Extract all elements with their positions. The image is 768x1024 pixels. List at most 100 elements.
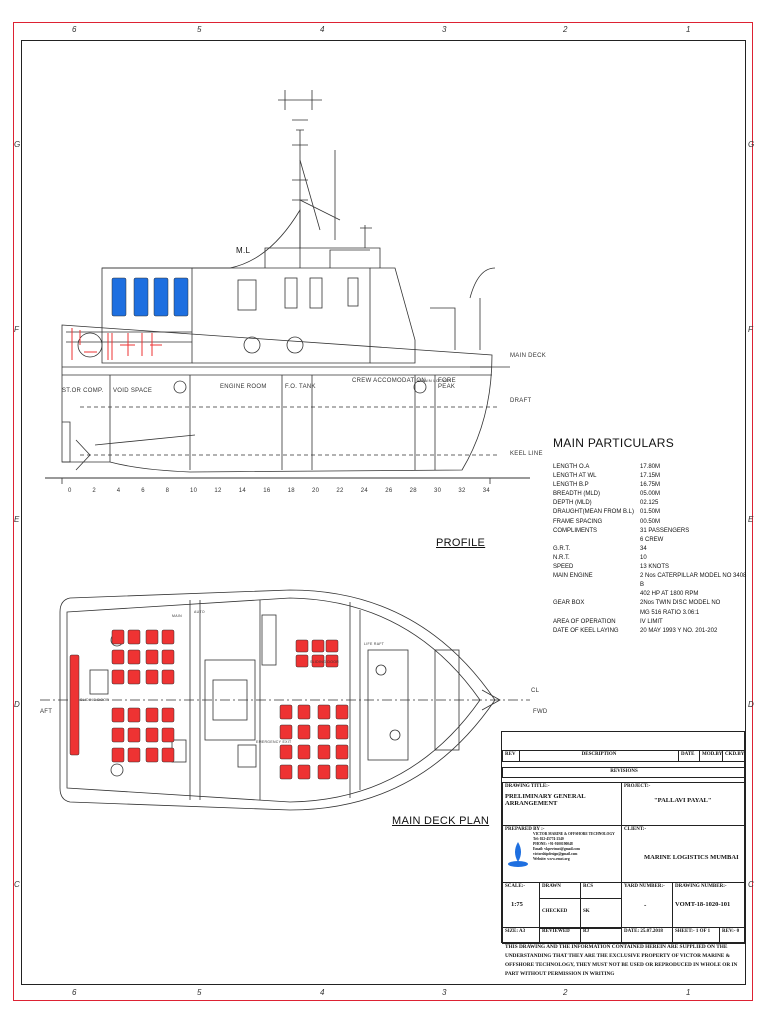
particular-value: 13 KNOTS bbox=[640, 564, 670, 571]
particular-row: AREA OF OPERATION IV LIMIT bbox=[553, 618, 750, 627]
ml-label: M.L bbox=[236, 246, 251, 255]
particular-key: G.R.T. bbox=[553, 545, 571, 552]
particular-row: DATE OF KEEL LAYING 20 MAY 1993 Y NO. 201… bbox=[553, 627, 750, 636]
crew-seat bbox=[295, 639, 309, 653]
particular-key bbox=[553, 590, 640, 599]
project-label: PROJECT:- bbox=[624, 784, 651, 789]
passenger-seat bbox=[111, 669, 125, 685]
frame-number: 20 bbox=[312, 488, 320, 494]
frame-number: 8 bbox=[165, 488, 170, 494]
plan-label-emergency-exit: EMERGENCY EXIT bbox=[256, 740, 292, 744]
passenger-seat bbox=[317, 724, 331, 740]
particular-key: SPEED bbox=[553, 564, 574, 571]
particular-row: BREADTH (MLD)05.00M bbox=[553, 490, 750, 499]
passenger-seat bbox=[279, 744, 293, 760]
crew-seat bbox=[325, 639, 339, 653]
passenger-seat bbox=[161, 629, 175, 645]
window-pane bbox=[173, 277, 189, 317]
drawing-title-cell: DRAWING TITLE:- PRELIMINARY GENERAL ARRA… bbox=[502, 782, 622, 826]
passenger-seat bbox=[111, 629, 125, 645]
zone-bottom-3: 3 bbox=[442, 988, 447, 997]
compartment-crew: CREW ACCOMODATION bbox=[352, 378, 426, 384]
drawing-number-label: DRAWING NUMBER:- bbox=[675, 884, 727, 889]
compartment-chain-locker: CHAIN LOCKER bbox=[418, 378, 452, 383]
particular-value: 20 MAY 1993 Y NO. 201-202 bbox=[640, 627, 718, 634]
frame-number: 34 bbox=[482, 488, 491, 494]
particular-value: 31 PASSENGERS bbox=[640, 527, 690, 534]
zone-top-5: 5 bbox=[197, 25, 202, 34]
plan-label-sliding-door: SLIDING DOOR bbox=[80, 698, 110, 702]
particular-key: DATE OF KEEL LAYING bbox=[553, 627, 619, 634]
particular-value: 01.50M bbox=[640, 509, 661, 516]
particular-key: MAIN ENGINE bbox=[553, 573, 593, 580]
zone-top-6: 6 bbox=[72, 25, 77, 34]
drawing-title-label: DRAWING TITLE:- bbox=[505, 784, 550, 789]
particular-value: MG 516 RATIO 3.06:1 bbox=[640, 609, 700, 616]
zone-bottom-1: 1 bbox=[686, 988, 691, 997]
particular-value: 17.80M bbox=[640, 464, 661, 470]
particular-value: 00.50M bbox=[640, 518, 661, 525]
frame-number: 18 bbox=[287, 488, 295, 494]
particular-value: 2 Nos CATERPILLAR MODEL NO 3408 B bbox=[640, 573, 747, 589]
title-block: REV DESCRIPTION DATE MOD.BY CKD.BY REVIS… bbox=[501, 731, 746, 944]
company-name: VICTOR MARINE & OFFSHORE TECHNOLOGY bbox=[533, 832, 615, 836]
particular-value: 402 HP AT 1800 RPM bbox=[640, 591, 699, 598]
prepared-by-cell: PREPARED BY :- VICTOR MARINE & OFFSHORE … bbox=[502, 825, 622, 883]
passenger-seat bbox=[161, 649, 175, 665]
frame-number: 24 bbox=[360, 488, 369, 494]
particular-key bbox=[553, 536, 640, 545]
scale-value: 1:75 bbox=[511, 901, 523, 908]
drawing-number: VOMT-18-1020-101 bbox=[675, 901, 731, 908]
passenger-seat bbox=[145, 727, 159, 743]
passenger-seat bbox=[161, 669, 175, 685]
yard-number: - bbox=[644, 901, 647, 909]
date-value: DATE: 25.07.2018 bbox=[621, 927, 673, 944]
frame-number: 22 bbox=[336, 488, 344, 494]
particular-value: 10 bbox=[640, 554, 647, 561]
frame-number: 16 bbox=[263, 488, 271, 494]
drawn-label: DRAWN bbox=[539, 882, 581, 899]
passenger-seat bbox=[297, 724, 311, 740]
particular-value: IV LIMIT bbox=[640, 618, 663, 625]
passenger-seat bbox=[335, 724, 349, 740]
frame-number: 26 bbox=[385, 488, 393, 494]
passenger-seat bbox=[335, 744, 349, 760]
main-deck-line-label: MAIN DECK bbox=[510, 353, 547, 359]
particular-value: 02.125 bbox=[640, 500, 659, 507]
company-phone: PHONE: +91-9100190048 bbox=[533, 842, 573, 846]
company-website: Website: www.vmot.org bbox=[533, 857, 570, 861]
zone-bottom-2: 2 bbox=[563, 988, 568, 997]
zone-left-g: G bbox=[14, 140, 21, 149]
zone-right-g: G bbox=[748, 140, 755, 149]
draft-line-label: DRAFT bbox=[510, 398, 532, 404]
particular-value: 17.15M bbox=[640, 473, 661, 480]
window-pane bbox=[111, 277, 127, 317]
window-pane bbox=[153, 277, 169, 317]
zone-right-c: C bbox=[748, 880, 754, 889]
rev-header-date: DATE bbox=[678, 750, 700, 762]
prepared-by-label: PREPARED BY :- bbox=[505, 827, 545, 832]
disclaimer-text: THIS DRAWING AND THE INFORMATION CONTAIN… bbox=[505, 944, 738, 977]
particular-row: DRAUGHT(MEAN FROM B.L)01.50M bbox=[553, 508, 750, 517]
passenger-seat bbox=[297, 704, 311, 720]
particular-key: AREA OF OPERATION bbox=[553, 618, 616, 625]
compartment-fo-tank: F.O. TANK bbox=[285, 384, 316, 390]
zone-right-e: E bbox=[748, 515, 754, 524]
passenger-seat bbox=[145, 747, 159, 763]
particular-key: GEAR BOX bbox=[553, 600, 585, 607]
particular-key: N.R.T. bbox=[553, 554, 570, 561]
frame-number: 28 bbox=[409, 488, 417, 494]
zone-top-1: 1 bbox=[686, 25, 691, 34]
frame-number: 30 bbox=[434, 488, 442, 494]
centerline-label: CL bbox=[531, 688, 540, 694]
passenger-seat bbox=[297, 764, 311, 780]
passenger-seat bbox=[145, 707, 159, 723]
passenger-seat bbox=[317, 764, 331, 780]
profile-hull bbox=[61, 324, 493, 473]
checked-label: CHECKED bbox=[539, 898, 581, 929]
rev-header-modby: MOD.BY bbox=[699, 750, 723, 762]
frame-number: 10 bbox=[190, 488, 198, 494]
particular-value: 34 bbox=[640, 545, 647, 552]
